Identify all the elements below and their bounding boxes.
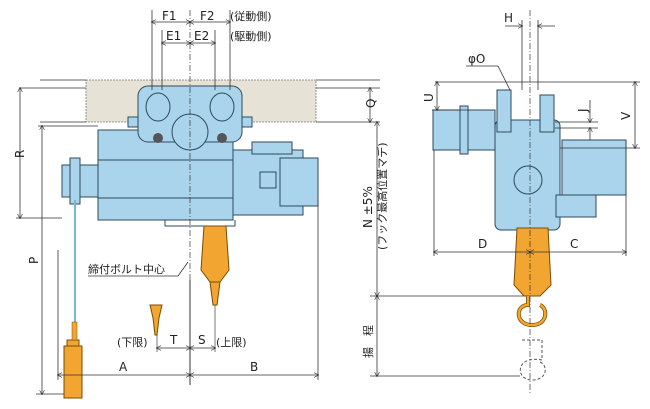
driven-side-label: (従動側) [230,9,272,23]
lift-label: 揚 程 [362,325,375,358]
dim-R: R [13,150,27,158]
drive-side-label: (駆動側) [230,29,272,43]
dim-J: J [576,108,590,113]
lowest-hook-outline [519,339,546,381]
dim-V: V [619,111,633,120]
dim-phiO: φO [468,52,485,66]
dim-F2: F2 [200,9,215,23]
dim-A: A [119,360,128,374]
lower-limit-label: (下限) [117,336,148,349]
dim-B: B [250,360,258,374]
n-note: (フック最高位置マデ) [375,142,389,250]
drum-housing [97,129,234,221]
dim-Q: Q [364,99,378,108]
pendant-switch [63,345,83,399]
front-view: F1 F2 E1 E2 (従動側) (駆動側) R P 締付ボルト中心 T S … [13,9,530,399]
dim-U: U [422,93,436,102]
bolt-center-label: 締付ボルト中心 [88,262,165,276]
dim-F1: F1 [162,9,177,23]
upper-limit-label: (上限) [216,336,247,349]
dim-N: N ±5% [361,186,375,228]
dim-T: T [169,333,178,347]
dim-P: P [27,257,41,264]
hook [209,281,221,306]
dim-H: H [504,11,513,25]
lower-limit-hook [149,304,163,336]
side-view: H φO U V J D C [422,10,640,395]
hook-block [200,225,230,283]
dim-D: D [478,237,487,251]
side-motor-box [561,139,627,196]
dim-S: S [198,333,206,347]
dim-C: C [570,237,578,251]
dim-E2: E2 [194,29,209,43]
dim-E1: E1 [166,29,181,43]
side-hook-block [513,227,552,297]
